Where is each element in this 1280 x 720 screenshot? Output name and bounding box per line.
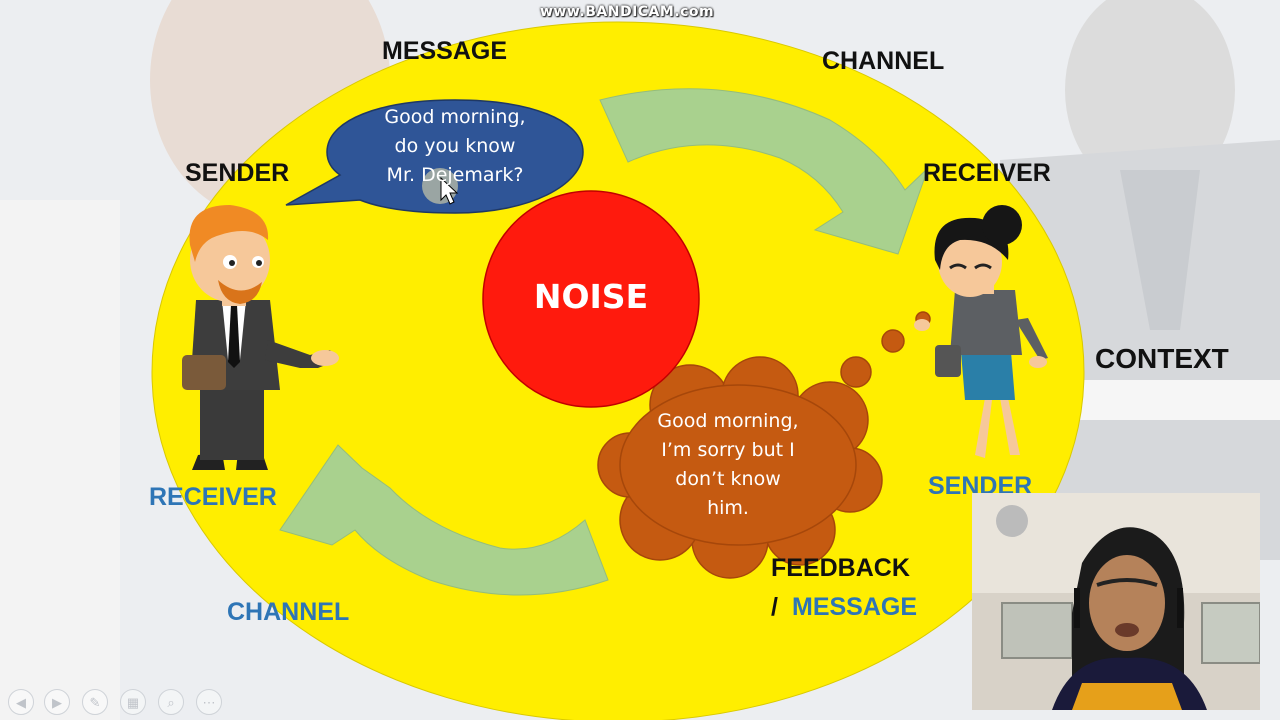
bandicam-watermark: www.BANDICAM.com [540, 4, 715, 20]
channel-bottom-label: CHANNEL [227, 598, 350, 626]
mouse-cursor [422, 168, 459, 205]
back-arrow-icon[interactable]: ◀ [8, 689, 34, 715]
sender-left-label: SENDER [185, 159, 290, 187]
context-label: CONTEXT [1095, 343, 1229, 374]
slides-icon[interactable]: ▦ [120, 689, 146, 715]
forward-arrow-icon[interactable]: ▶ [44, 689, 70, 715]
channel-arrow-top [599, 88, 929, 255]
thought-bubble [597, 311, 931, 579]
speech-bubble [285, 99, 584, 214]
speech-line: Mr. Dejemark? [386, 164, 524, 186]
feedback-label: FEEDBACK [771, 554, 910, 582]
speech-line: Good morning, [384, 106, 526, 128]
thought-line: I’m sorry but I [661, 439, 795, 461]
feedback-message-label: MESSAGE [792, 593, 918, 621]
speech-line: do you know [394, 135, 516, 157]
woman-figure [914, 205, 1048, 458]
message-label: MESSAGE [382, 37, 508, 65]
receiver-left-label: RECEIVER [149, 483, 277, 511]
webcam-overlay [972, 493, 1260, 710]
thought-line: Good morning, [657, 410, 799, 432]
zoom-icon[interactable]: ⌕ [158, 689, 184, 715]
channel-top-label: CHANNEL [822, 47, 945, 75]
thought-line: don’t know [675, 468, 781, 490]
thought-line: him. [707, 497, 749, 519]
speech-bubble-text: Good morning, do you know Mr. Dejemark? [355, 103, 555, 190]
noise-label: NOISE [533, 277, 649, 316]
more-icon[interactable]: ⋯ [196, 689, 222, 715]
thought-dot-large [840, 356, 872, 388]
receiver-right-label: RECEIVER [923, 159, 1051, 187]
man-figure [182, 205, 339, 470]
thought-dot-medium [881, 329, 905, 353]
channel-arrow-bottom [279, 444, 609, 596]
slash-label: / [771, 593, 778, 621]
thought-bubble-text: Good morning, I’m sorry but I don’t know… [628, 407, 828, 523]
noise-circle [482, 190, 700, 408]
pen-icon[interactable]: ✎ [82, 689, 108, 715]
